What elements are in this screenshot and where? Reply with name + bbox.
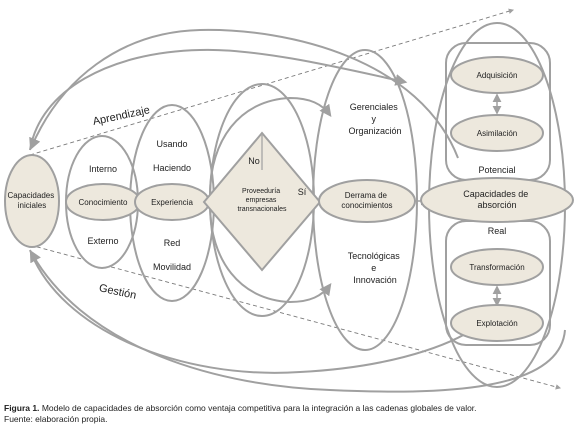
no-label: No [248, 156, 260, 166]
capacidades-absorcion-node [420, 177, 574, 223]
return-arc-top [29, 28, 459, 159]
real-label: Real [488, 226, 507, 236]
red-label: Red [164, 238, 181, 248]
derrama-label: Derrama de conocimientos [341, 191, 392, 210]
funnel-bottom-dashed-line [29, 244, 562, 390]
return-arc-bottom [29, 249, 566, 393]
gestion-arc [29, 249, 473, 374]
aprendizaje-arc [29, 48, 408, 151]
capacidades-iniciales-node [4, 154, 60, 248]
funnel-top-dashed-line [29, 8, 515, 156]
explotacion-node [450, 304, 544, 342]
caption-text: Modelo de capacidades de absorción como … [41, 403, 477, 413]
conocimiento-label: Conocimiento [79, 198, 128, 207]
proveeduria-label: Proveeduría empresas transnacionales [237, 188, 287, 213]
tecnologicas-loop-arc [209, 204, 332, 304]
interno-label: Interno [89, 164, 117, 174]
caption-figure-label: Figura 1. [4, 403, 40, 413]
capacidades-iniciales-label: Capacidades iniciales [8, 191, 57, 210]
movilidad-label: Movilidad [153, 262, 191, 272]
externo-label: Externo [87, 236, 118, 246]
proveeduria-decision-diamond [202, 131, 322, 272]
transformacion-node [450, 248, 544, 286]
asimilacion-label: Asimilación [477, 129, 517, 138]
gerenciales-label: Gerenciales y Organización [348, 102, 401, 136]
caption-source: Fuente: elaboración propia. [4, 414, 108, 424]
adquisicion-node [450, 56, 544, 94]
adquisicion-label: Adquisición [477, 71, 518, 80]
explotacion-label: Explotación [476, 319, 517, 328]
si-label: Sí [298, 187, 307, 197]
asimilacion-node [450, 114, 544, 152]
potencial-label: Potencial [478, 165, 515, 175]
absorption-capacity-diagram: Capacidades iniciales Interno Conocimien… [4, 8, 574, 393]
capacidades-absorcion-label: Capacidades de absorción [463, 189, 531, 210]
gestion-label: Gestión [98, 282, 138, 302]
experiencia-label: Experiencia [151, 198, 193, 207]
gerenciales-loop-arc [209, 96, 332, 196]
figure-caption: Figura 1. Modelo de capacidades de absor… [4, 403, 477, 425]
usando-label: Usando [156, 139, 187, 149]
aprendizaje-label: Aprendizaje [92, 104, 151, 128]
transformacion-label: Transformación [469, 263, 524, 272]
tecnologicas-label: Tecnológicas e Innovación [348, 251, 403, 285]
haciendo-label: Haciendo [153, 163, 191, 173]
